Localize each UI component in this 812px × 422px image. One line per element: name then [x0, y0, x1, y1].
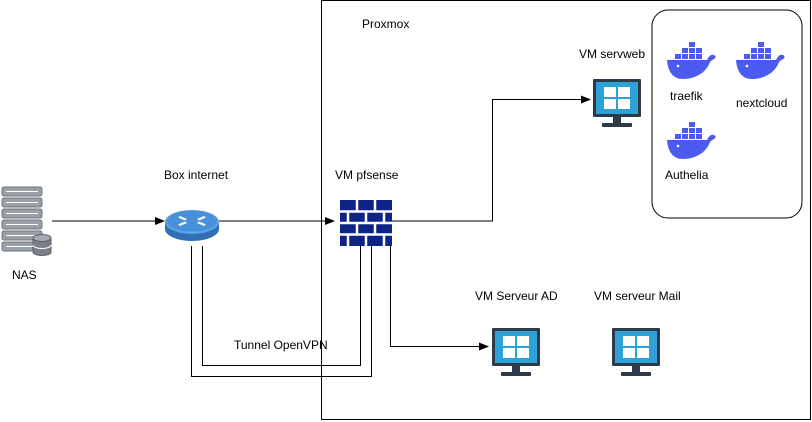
nas-server-stack-icon	[1, 186, 52, 256]
link-pfsense-to-servweb	[392, 95, 591, 222]
proxmox-boundary	[321, 0, 811, 420]
docker-group-box	[651, 9, 803, 219]
tunnel-openvpn-pipe	[191, 246, 372, 377]
vm-serveur-mail-label: VM serveur Mail	[594, 289, 681, 303]
router-icon	[165, 210, 219, 241]
tunnel-openvpn-label: Tunnel OpenVPN	[234, 338, 328, 352]
container-label-traefik: traefik	[670, 89, 703, 103]
proxmox-title: Proxmox	[362, 17, 410, 31]
authelia-docker-icon	[667, 122, 716, 159]
vm-servweb-windows-monitor-icon	[593, 79, 641, 127]
traefik-docker-icon	[667, 42, 716, 79]
container-label-authelia: Authelia	[665, 168, 709, 182]
link-pfsense-to-ad	[390, 246, 489, 351]
box-internet-label: Box internet	[164, 168, 229, 182]
firewall-icon	[340, 200, 392, 246]
container-label-nextcloud: nextcloud	[736, 96, 788, 110]
vm-pfsense-label: VM pfsense	[335, 168, 399, 182]
vm-serveur-mail-windows-monitor-icon	[612, 328, 660, 376]
nextcloud-docker-icon	[736, 42, 785, 79]
vm-serveur-ad-windows-monitor-icon	[492, 328, 540, 376]
vm-serveur-ad-label: VM Serveur AD	[475, 289, 558, 303]
nas-label: NAS	[12, 268, 37, 282]
vm-servweb-label: VM servweb	[579, 47, 646, 61]
